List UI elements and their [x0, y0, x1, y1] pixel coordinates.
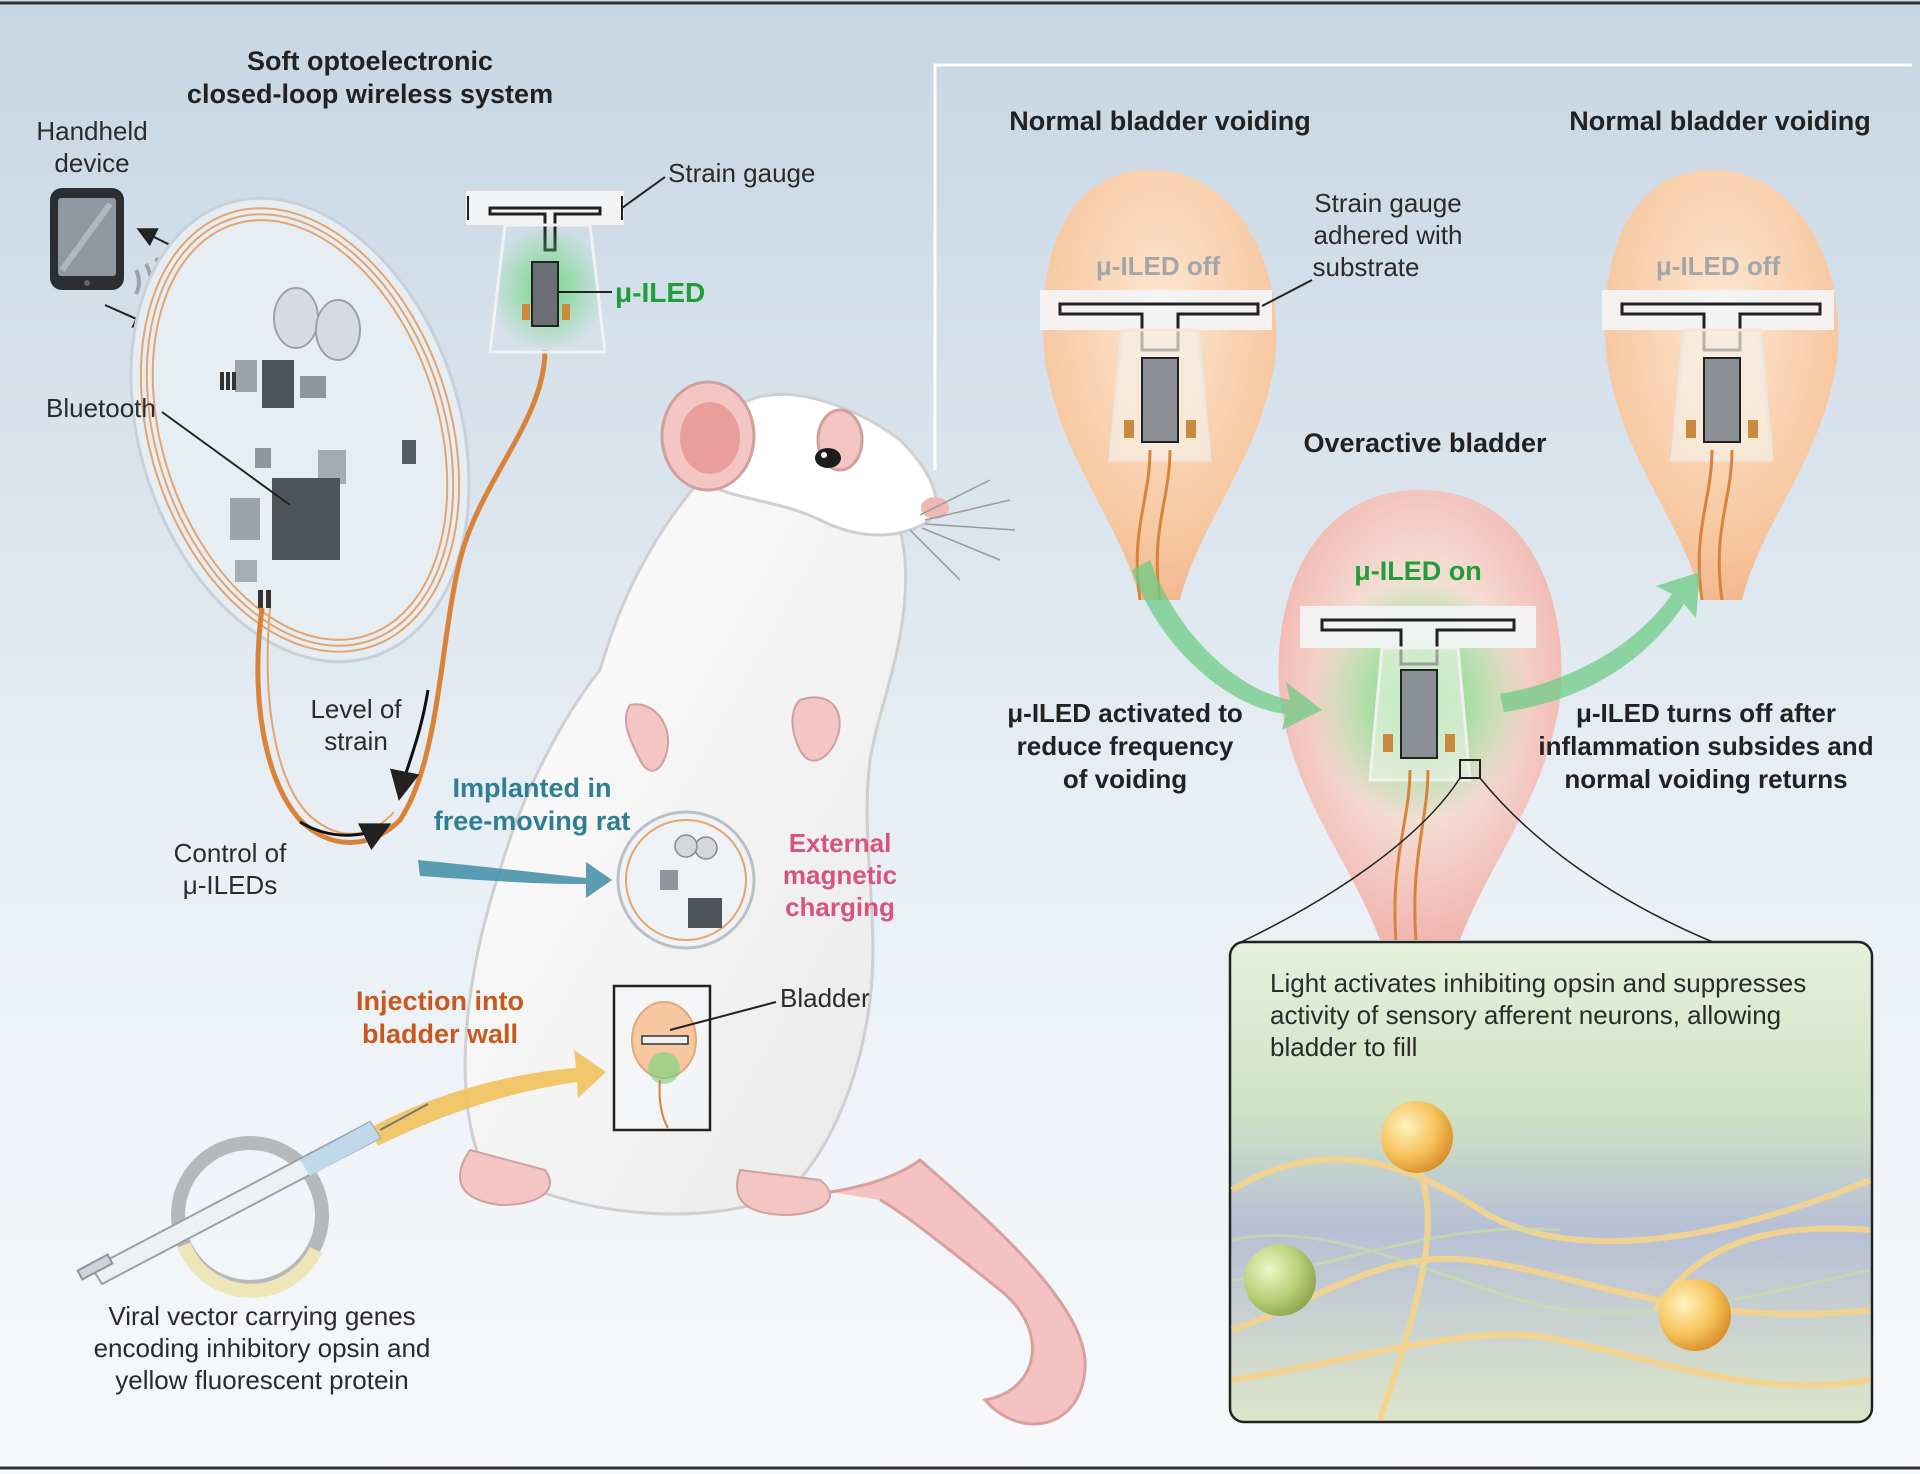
deactivate-arrow: [1500, 572, 1700, 712]
strain-adhered-line1: Strain gauge: [1314, 188, 1461, 218]
level-of-strain-line1: Level of: [310, 694, 402, 724]
bladder-normal-left: [1040, 170, 1277, 601]
sensor-wire: [255, 349, 548, 845]
strain-adhered-leader: [1261, 279, 1313, 307]
inset-text-line1: Light activates inhibiting opsin and sup…: [1270, 968, 1806, 998]
bladder-on-rat: [612, 984, 712, 1132]
bladder-overactive: [1278, 490, 1562, 941]
implanted-label-line1: Implanted in: [452, 773, 611, 803]
strain-adhered-line2: adhered with: [1314, 220, 1463, 250]
inset-text-line3: bladder to fill: [1270, 1032, 1417, 1062]
zoom-line-left: [1234, 777, 1461, 946]
syringe-icon: [76, 1103, 429, 1286]
activated-line1: μ-ILED activated to: [1007, 698, 1243, 728]
strain-gauge-label: Strain gauge: [668, 158, 815, 188]
handheld-label-line2: device: [54, 148, 129, 178]
viral-label-line3: yellow fluorescent protein: [115, 1365, 408, 1395]
right-panel-border: [933, 63, 1912, 470]
normal-right-title: Normal bladder voiding: [1569, 106, 1871, 136]
activated-line3: of voiding: [1063, 764, 1187, 794]
implanted-arrow: [418, 860, 612, 898]
injection-label-line2: bladder wall: [362, 1019, 518, 1049]
charging-label-line3: charging: [785, 892, 895, 922]
injection-label-line1: Injection into: [356, 986, 524, 1016]
system-title-line1: Soft optoelectronic: [247, 46, 493, 76]
viral-vector-ring: [171, 1136, 329, 1298]
normal-left-title: Normal bladder voiding: [1009, 106, 1311, 136]
turns-off-line2: inflammation subsides and: [1538, 731, 1873, 761]
strain-adhered-line3: substrate: [1313, 252, 1420, 282]
implanted-circuit: [616, 810, 756, 950]
viral-label-line1: Viral vector carrying genes: [108, 1301, 415, 1331]
charging-label-line2: magnetic: [783, 860, 897, 890]
overactive-title: Overactive bladder: [1303, 428, 1547, 458]
activate-arrow: [1132, 560, 1322, 730]
uiled-on: μ-ILED on: [1354, 556, 1482, 586]
injection-arrow: [370, 1050, 606, 1146]
control-label-line2: μ-ILEDs: [183, 870, 277, 900]
wireless-circuit-disk: [129, 196, 471, 664]
viral-label-line2: encoding inhibitory opsin and: [94, 1333, 431, 1363]
handheld-label-line1: Handheld: [36, 116, 147, 146]
activated-line2: reduce frequency: [1017, 731, 1234, 761]
handheld-device-icon: [50, 188, 124, 290]
uiled-off-right: μ-ILED off: [1656, 251, 1781, 281]
bladder-label: Bladder: [780, 983, 870, 1013]
uiled-off-left: μ-ILED off: [1096, 251, 1221, 281]
strain-gauge-device: [464, 189, 626, 354]
turns-off-line1: μ-ILED turns off after: [1576, 698, 1836, 728]
charging-label-line1: External: [789, 828, 892, 858]
turns-off-line3: normal voiding returns: [1564, 764, 1847, 794]
inset-text-line2: activity of sensory afferent neurons, al…: [1270, 1000, 1781, 1030]
control-arrow: [299, 820, 392, 851]
bladder-leader: [669, 1001, 777, 1031]
bladder-normal-right: [1602, 170, 1839, 601]
zoom-line-right: [1479, 777, 1721, 946]
implanted-label-line2: free-moving rat: [434, 806, 631, 836]
system-title-line2: closed-loop wireless system: [187, 79, 553, 109]
bluetooth-label: Bluetooth: [46, 393, 156, 423]
level-of-strain-line2: strain: [324, 726, 388, 756]
bluetooth-leader: [161, 411, 291, 506]
uiled-label: μ-ILED: [615, 277, 705, 308]
control-label-line1: Control of: [174, 838, 287, 868]
neuron-inset: [1228, 940, 1874, 1424]
strain-feedback-arrow: [390, 689, 430, 801]
strain-gauge-leader: [621, 176, 666, 209]
